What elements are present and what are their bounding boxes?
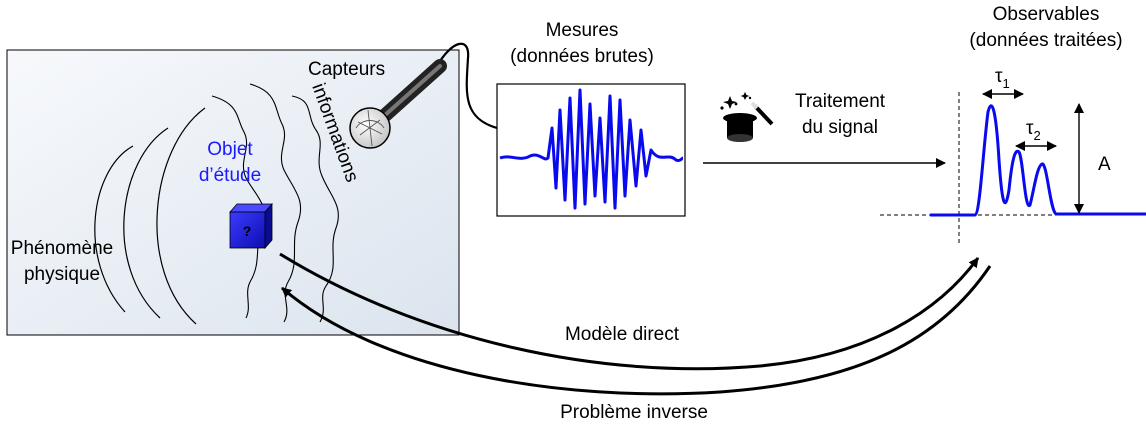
observables-title-line1: Observables [993,4,1100,25]
processing-label-line1: Traitement [795,91,886,112]
physical-world-panel [6,49,460,336]
phenomenon-label-line2: physique [24,264,100,285]
info-wave-3 [291,95,339,323]
wave-arc-1 [94,145,134,313]
direct-model-label: Modèle direct [565,324,680,345]
tau2-subscript: 2 [1034,128,1041,143]
measures-title-line2: (données brutes) [510,46,654,67]
tau1-symbol: τ [995,66,1003,87]
processed-signal-trace [930,104,1146,217]
measures-title-line1: Mesures [546,20,619,41]
amplitude-label: A [1098,154,1111,175]
tau1-label: τ1 [995,66,1010,91]
object-label-line1: Objet [207,139,253,160]
direct-model-arrow [279,252,980,371]
observables-title-line2: (données traitées) [969,30,1122,51]
information-waves [211,83,339,323]
wave-arc-2 [123,127,169,319]
processing-label-line2: du signal [802,117,878,138]
wave-arc-3 [156,107,206,325]
phenomenon-label-line1: Phénomène [11,238,113,259]
tau2-symbol: τ [1026,118,1034,139]
wave-arcs [94,107,206,325]
tau1-subscript: 1 [1003,76,1010,91]
object-label-line2: d’étude [199,165,261,186]
inverse-problem-arrow [281,265,992,396]
tau2-label: τ2 [1026,118,1041,143]
info-wave-2 [249,83,302,323]
sensors-label: Capteurs [308,59,385,80]
object-question-mark: ? [243,223,252,239]
magic-wand-icon [720,92,774,142]
inverse-problem-label: Problème inverse [560,402,708,423]
info-wave-1 [211,95,265,319]
object-cube: ? [229,202,273,250]
microphone-icon [349,42,498,149]
raw-signal-trace [499,88,684,210]
